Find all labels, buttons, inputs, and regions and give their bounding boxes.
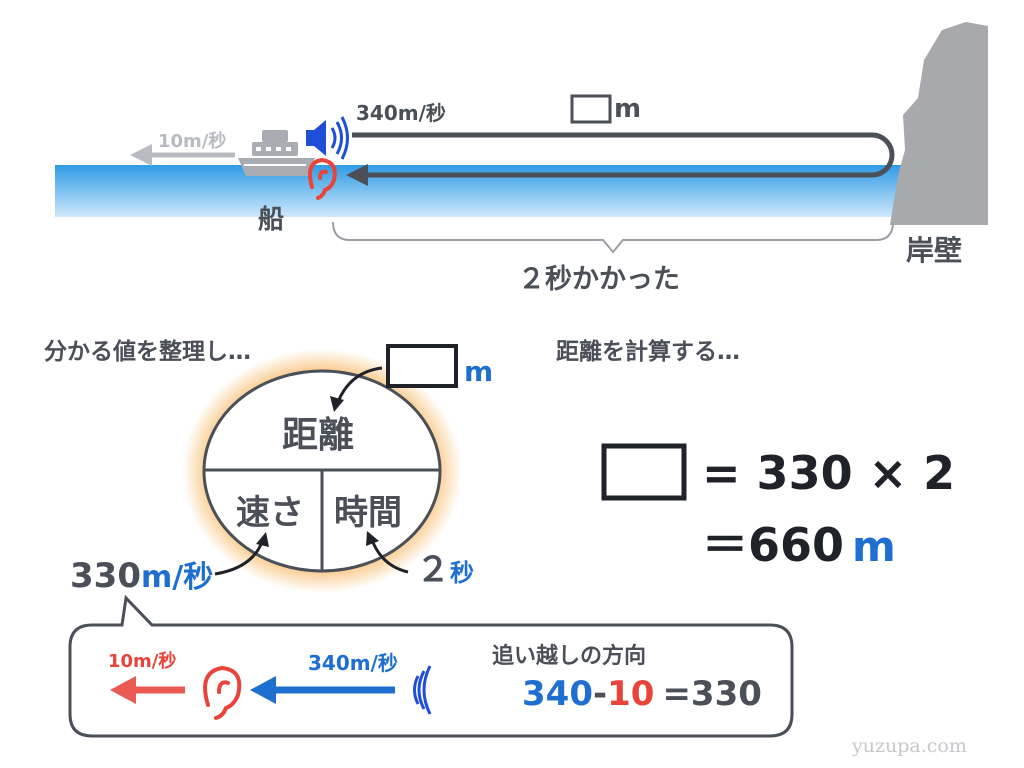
distance-unit-label: m <box>614 94 642 124</box>
circle-time-label: 時間 <box>334 493 402 533</box>
calc-minus: - <box>592 674 608 714</box>
arrow-to-time <box>370 539 409 574</box>
calc-a: 340 <box>522 674 593 714</box>
ship-speed-label: 10m/秒 <box>158 131 227 152</box>
sound-path-arrow <box>352 132 895 178</box>
sound-wave-icon <box>413 665 432 715</box>
time-value-label: ２秒 <box>416 553 474 587</box>
equation-line-1: = 330 × 2 <box>702 446 956 500</box>
calc-result: =330 <box>662 674 762 714</box>
circle-distance-label: 距離 <box>282 415 355 456</box>
elapsed-time-label: ２秒かかった <box>518 264 680 295</box>
calculate-heading: 距離を計算する… <box>556 339 740 365</box>
equation-result: ＝660 <box>702 518 845 572</box>
overtake-title: 追い越しの方向 <box>492 644 647 669</box>
slow-speed-label: 10m/秒 <box>108 651 177 672</box>
box-unit-label: m <box>464 355 494 388</box>
organize-heading: 分かる値を整理し… <box>44 339 251 365</box>
arrow-to-speed <box>214 541 264 576</box>
unknown-distance-box <box>570 94 612 124</box>
equation-unit: m <box>852 522 896 571</box>
speed-value: 330 <box>70 556 141 596</box>
distance-brace <box>332 221 894 254</box>
ear-icon <box>203 665 242 720</box>
watermark: yuzupa.com <box>852 735 967 757</box>
cliff-wall <box>890 22 988 225</box>
time-value: ２ <box>416 550 450 590</box>
ear-icon <box>308 157 337 200</box>
unknown-distance-box-left <box>386 344 458 388</box>
ship-icon <box>238 130 315 176</box>
arrow-to-distance <box>336 366 383 403</box>
calc-b: 10 <box>607 674 655 714</box>
wall-label: 岸壁 <box>906 234 963 267</box>
speed-unit: m/秒 <box>140 560 214 595</box>
overtake-calculation: 340-10=330 <box>522 677 762 711</box>
unknown-distance-box-right <box>601 443 687 501</box>
time-unit: 秒 <box>450 559 474 587</box>
ship-label: 船 <box>258 205 285 235</box>
sound-speed-label: 340m/秒 <box>356 101 446 125</box>
fast-speed-label: 340m/秒 <box>308 651 398 675</box>
circle-speed-label: 速さ <box>236 493 304 533</box>
speed-value-label: 330m/秒 <box>70 559 213 593</box>
speaker-icon <box>306 116 349 160</box>
